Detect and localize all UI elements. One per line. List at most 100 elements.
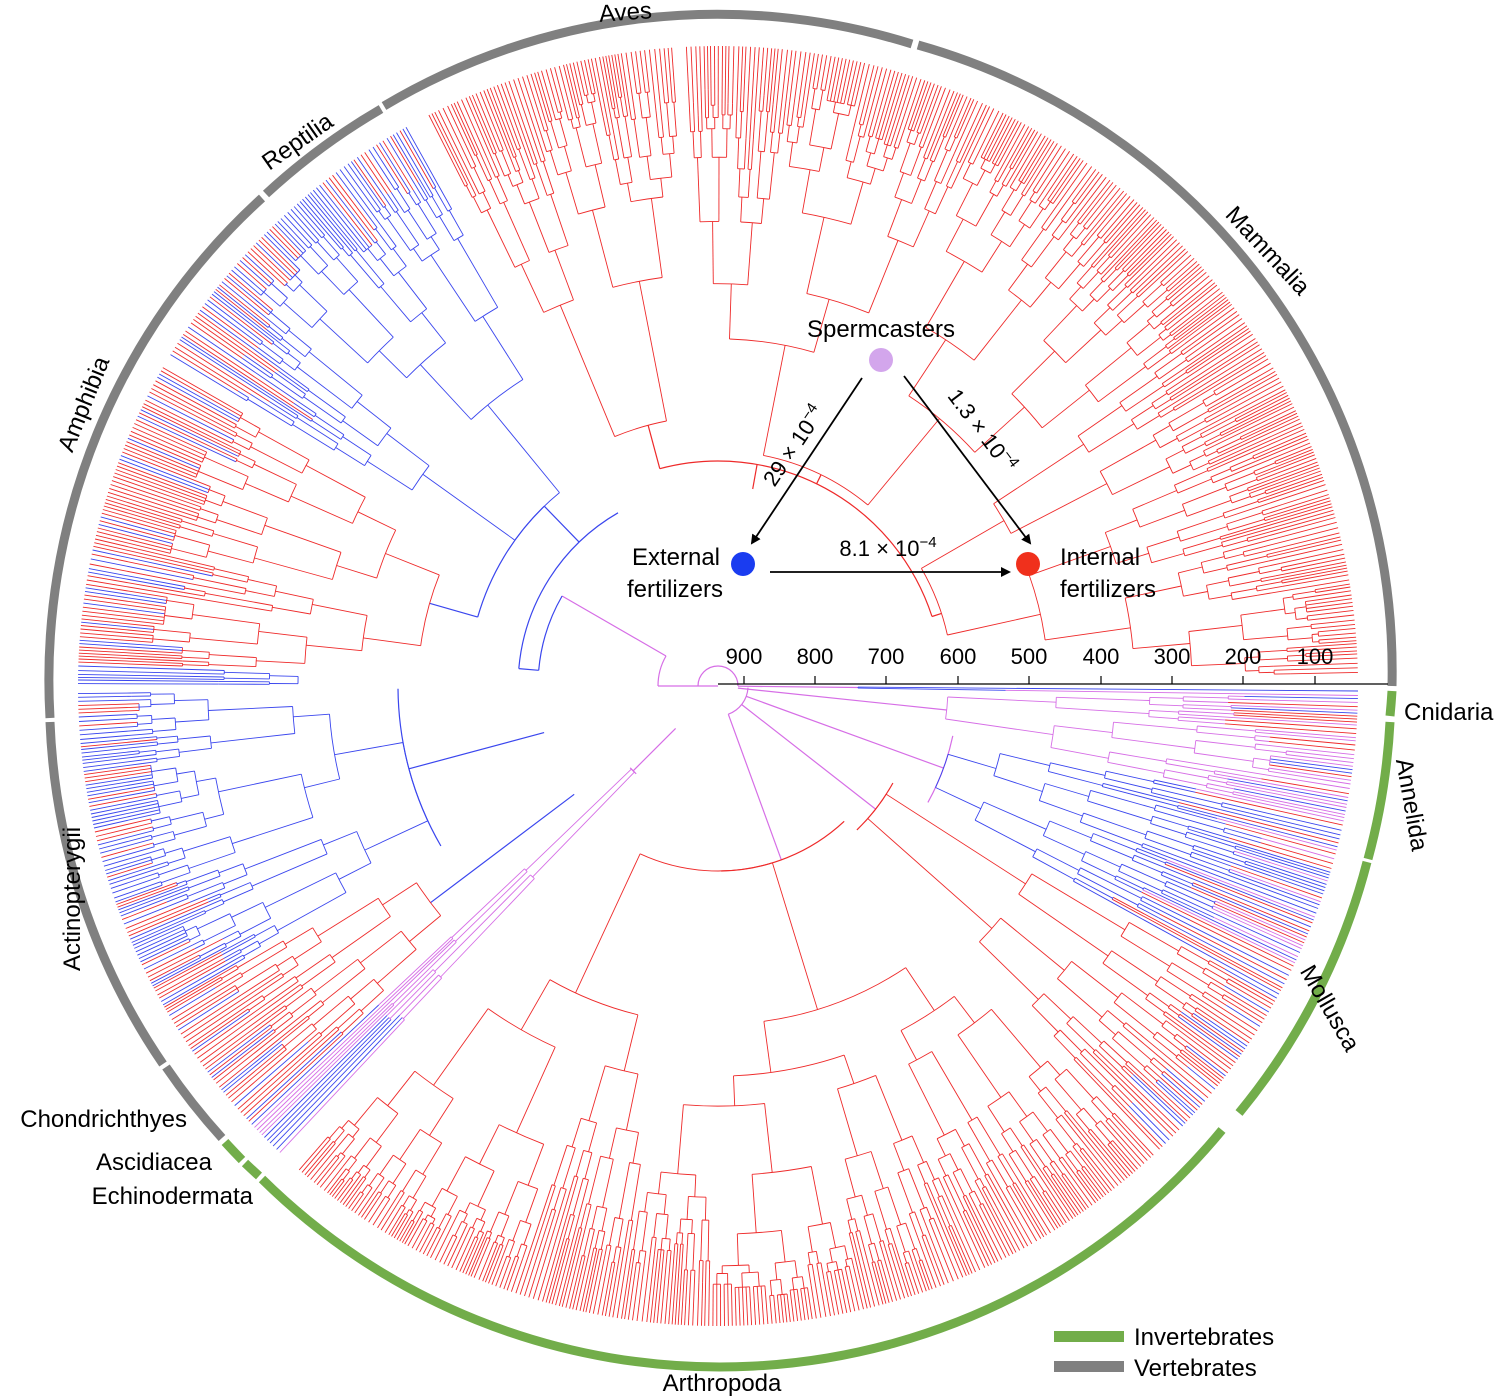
tree-branch-ray bbox=[1132, 859, 1163, 874]
tree-branch-ray bbox=[955, 182, 974, 216]
tree-branch-ray bbox=[332, 174, 375, 231]
tree-branch-ray bbox=[1166, 758, 1216, 768]
tree-branch-ray bbox=[1105, 236, 1112, 244]
tree-branch-arc bbox=[347, 995, 356, 1005]
legend-label-vertebrates: Vertebrates bbox=[1134, 1355, 1257, 1382]
tree-branch-ray bbox=[482, 1257, 493, 1282]
tree-branch-ray bbox=[207, 550, 254, 564]
tree-branch-ray bbox=[997, 1156, 1015, 1184]
tree-branch-ray bbox=[854, 1218, 859, 1232]
tree-branch-ray bbox=[1158, 359, 1187, 380]
tree-branch-ray bbox=[440, 878, 535, 978]
tree-branch-ray bbox=[1235, 845, 1330, 876]
tree-branch-arc bbox=[1173, 337, 1176, 340]
tree-branch-ray bbox=[215, 1012, 306, 1084]
tree-branch-ray bbox=[1059, 1029, 1083, 1053]
tree-branch-arc bbox=[1077, 867, 1081, 874]
tree-branch-ray bbox=[924, 181, 937, 210]
tree-branch-arc bbox=[541, 160, 546, 163]
tree-branch-ray bbox=[1029, 546, 1111, 576]
tree-branch-ray bbox=[569, 63, 579, 98]
tree-branch-ray bbox=[917, 1164, 926, 1184]
tree-branch-ray bbox=[387, 1185, 397, 1198]
tree-branch-ray bbox=[1029, 1178, 1041, 1195]
tree-branch-ray bbox=[1315, 586, 1351, 593]
tree-branch-ray bbox=[272, 1014, 401, 1147]
tree-branch-arc bbox=[1051, 234, 1059, 241]
tree-branch-ray bbox=[139, 706, 151, 708]
tree-branch-ray bbox=[189, 637, 258, 645]
tree-branch-ray bbox=[953, 97, 972, 138]
tree-branch-ray bbox=[1188, 624, 1243, 632]
tree-branch-arc bbox=[311, 310, 328, 328]
tree-branch-ray bbox=[1242, 415, 1299, 443]
tree-branch-arc bbox=[361, 615, 368, 651]
tree-branch-ray bbox=[414, 184, 426, 201]
tree-branch-ray bbox=[77, 683, 219, 685]
tree-branch-ray bbox=[1229, 837, 1332, 869]
tree-branch-ray bbox=[1043, 993, 1072, 1020]
tree-branch-ray bbox=[78, 676, 225, 680]
tree-branch-ray bbox=[1090, 840, 1134, 859]
tree-branch-arc bbox=[763, 967, 906, 1022]
tree-branch-ray bbox=[1256, 469, 1277, 478]
tree-branch-ray bbox=[364, 152, 392, 193]
tree-branch-arc bbox=[508, 1238, 515, 1242]
tree-branch-ray bbox=[861, 1195, 868, 1216]
tree-branch-ray bbox=[1041, 389, 1090, 429]
tree-branch-arc bbox=[1261, 510, 1264, 516]
tree-branch-ray bbox=[1173, 1037, 1186, 1048]
tree-branch-ray bbox=[796, 52, 807, 118]
tree-branch-ray bbox=[965, 1195, 999, 1262]
tree-branch-ray bbox=[79, 730, 137, 736]
tree-branch-ray bbox=[1306, 657, 1358, 661]
tree-branch-ray bbox=[992, 1207, 1017, 1253]
tree-branch-arc bbox=[310, 419, 313, 422]
tree-branch-ray bbox=[580, 1203, 588, 1229]
tree-branch-ray bbox=[1082, 1148, 1115, 1189]
tree-branch-ray bbox=[1225, 990, 1267, 1016]
tree-branch-ray bbox=[116, 882, 177, 905]
tree-branch-ray bbox=[237, 390, 249, 398]
tree-branch-ray bbox=[1268, 770, 1351, 785]
tree-branch-ray bbox=[1194, 752, 1254, 762]
tree-branch-ray bbox=[171, 991, 218, 1020]
tree-branch-ray bbox=[1051, 220, 1064, 236]
tree-branch-ray bbox=[875, 1075, 903, 1141]
tree-branch-ray bbox=[155, 380, 237, 426]
tree-branch-ray bbox=[103, 505, 180, 529]
tree-branch-ray bbox=[432, 1218, 436, 1224]
tree-branch-arc bbox=[179, 525, 181, 529]
tree-branch-ray bbox=[181, 336, 312, 422]
tree-branch-ray bbox=[699, 46, 703, 116]
tree-branch-ray bbox=[558, 65, 571, 109]
tree-branch-ray bbox=[993, 775, 1043, 792]
tree-branch-ray bbox=[1130, 1076, 1184, 1127]
tree-branch-ray bbox=[428, 114, 466, 187]
tree-branch-ray bbox=[604, 1262, 616, 1317]
tree-branch-ray bbox=[171, 548, 207, 558]
tree-branch-ray bbox=[1076, 1171, 1099, 1202]
tree-branch-ray bbox=[1189, 1063, 1218, 1087]
tree-branch-arc bbox=[408, 1195, 417, 1201]
tree-branch-ray bbox=[480, 1209, 486, 1221]
tree-branch-ray bbox=[492, 160, 500, 176]
tree-branch-ray bbox=[169, 987, 216, 1016]
tree-branch-arc bbox=[1213, 900, 1216, 904]
tree-branch-arc bbox=[1111, 897, 1114, 900]
tree-branch-ray bbox=[188, 875, 221, 889]
tree-branch-ray bbox=[1077, 873, 1139, 906]
tree-branch-ray bbox=[911, 1135, 925, 1163]
tree-branch-ray bbox=[1001, 168, 1012, 185]
tree-branch-arc bbox=[220, 977, 223, 980]
tree-branch-ray bbox=[910, 147, 922, 176]
tree-branch-ray bbox=[654, 49, 662, 111]
tree-branch-ray bbox=[565, 109, 569, 121]
tree-branch-arc bbox=[1114, 267, 1118, 271]
tree-branch-ray bbox=[447, 1238, 462, 1267]
tree-branch-ray bbox=[1132, 490, 1177, 510]
tree-branch-ray bbox=[420, 181, 431, 198]
tree-branch-ray bbox=[1229, 456, 1254, 468]
tree-branch-ray bbox=[1070, 1175, 1093, 1206]
tree-branch-ray bbox=[399, 1219, 413, 1242]
